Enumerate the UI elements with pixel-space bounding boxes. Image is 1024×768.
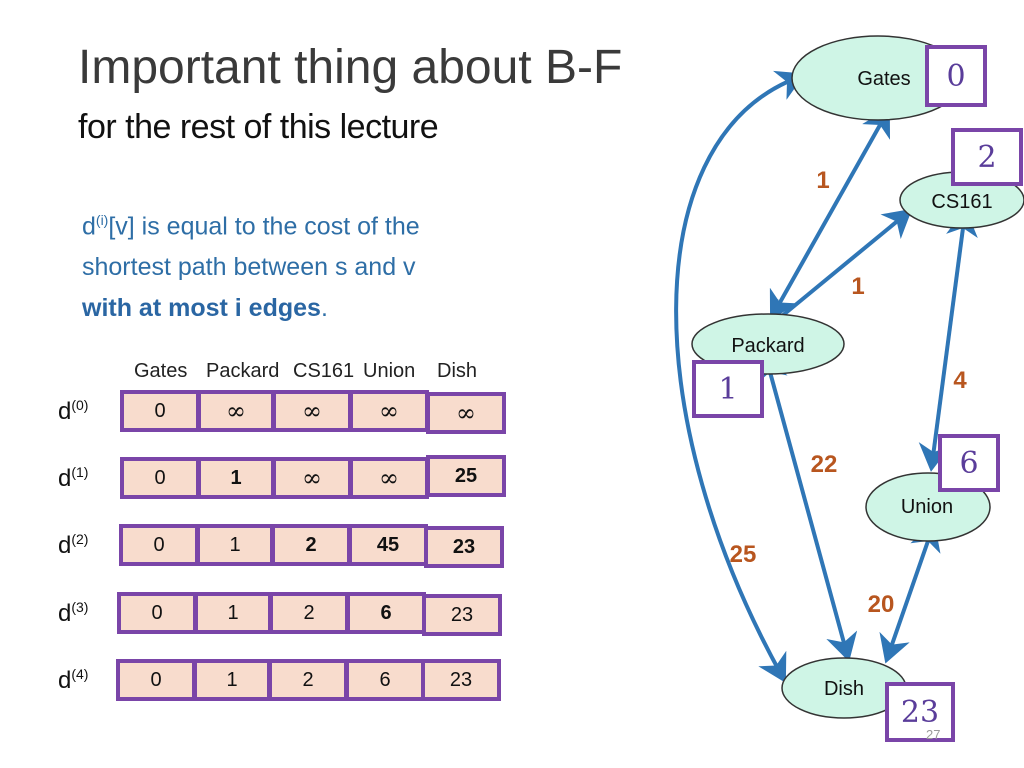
row-label-d1: d(1) <box>58 464 89 492</box>
edge-union-dish <box>879 522 941 664</box>
definition-superscript: (i) <box>95 212 109 228</box>
definition-text: d(i)[v] is equal to the cost of the shor… <box>82 200 420 329</box>
weight-cs161-union: 4 <box>953 367 967 394</box>
distance-box-packard: 1 <box>692 360 764 418</box>
definition-bold: with at most i edges <box>82 294 321 323</box>
slide-title: Important thing about B-F <box>78 41 623 94</box>
definition-line-1: d(i)[v] is equal to the cost of the <box>82 212 420 241</box>
page-number: 27 <box>926 727 941 742</box>
node-label-packard: Packard <box>731 335 804 357</box>
col-header-dish: Dish <box>437 360 478 382</box>
cell-d1-gates: 0 <box>120 457 200 499</box>
slide-subtitle: for the rest of this lecture <box>78 108 439 146</box>
col-header-cs161: CS161 <box>293 360 355 382</box>
cell-d0-dish: ∞ <box>426 392 506 434</box>
node-label-dish: Dish <box>824 678 864 700</box>
definition-line-3: with at most i edges. <box>82 288 420 329</box>
node-packard <box>691 313 845 375</box>
cell-d4-union: 6 <box>345 659 425 701</box>
cell-d1-union: ∞ <box>349 457 429 499</box>
weight-packard-cs161: 1 <box>851 273 864 300</box>
row-label-d4: d(4) <box>58 666 89 694</box>
definition-line-2: shortest path between s and v <box>82 253 416 282</box>
row-label-d0: d(0) <box>58 397 89 425</box>
distance-box-dish: 23 <box>885 682 955 742</box>
edge-packard-dish <box>756 352 858 662</box>
distance-box-union: 6 <box>938 434 1000 492</box>
row-label-d3: d(3) <box>58 599 89 627</box>
node-label-cs161: CS161 <box>931 191 992 213</box>
edge-gates-dish <box>674 70 806 683</box>
row-label-d2: d(2) <box>58 531 89 559</box>
col-header-gates: Gates <box>134 360 188 382</box>
cell-d0-gates: 0 <box>120 390 200 432</box>
definition-line-1-text: [v] is equal to the cost of the <box>108 212 420 241</box>
col-header-union: Union <box>363 360 416 382</box>
cell-d4-gates: 0 <box>116 659 196 701</box>
weight-packard-dish: 22 <box>811 451 838 478</box>
cell-d4-dish: 23 <box>421 659 501 701</box>
cell-d0-cs161: ∞ <box>272 390 352 432</box>
edge-cs161-union <box>918 208 978 472</box>
node-label-union: Union <box>901 496 953 518</box>
cell-d1-cs161: ∞ <box>272 457 352 499</box>
node-label-gates: Gates <box>857 68 910 90</box>
cell-d2-packard: 1 <box>196 524 274 566</box>
distance-box-cs161: 2 <box>951 128 1023 186</box>
col-header-packard: Packard <box>206 360 280 382</box>
weight-gates-dish: 25 <box>730 541 757 568</box>
distance-box-gates: 0 <box>925 45 987 107</box>
cell-d3-dish: 23 <box>422 594 502 636</box>
weight-gates-packard: 1 <box>816 167 829 194</box>
definition-period: . <box>320 294 328 323</box>
cell-d1-packard: 1 <box>197 457 275 499</box>
cell-d1-dish: 25 <box>426 455 506 497</box>
cell-d0-packard: ∞ <box>197 390 275 432</box>
cell-d2-dish: 23 <box>424 526 504 568</box>
weight-union-dish: 20 <box>868 591 895 618</box>
